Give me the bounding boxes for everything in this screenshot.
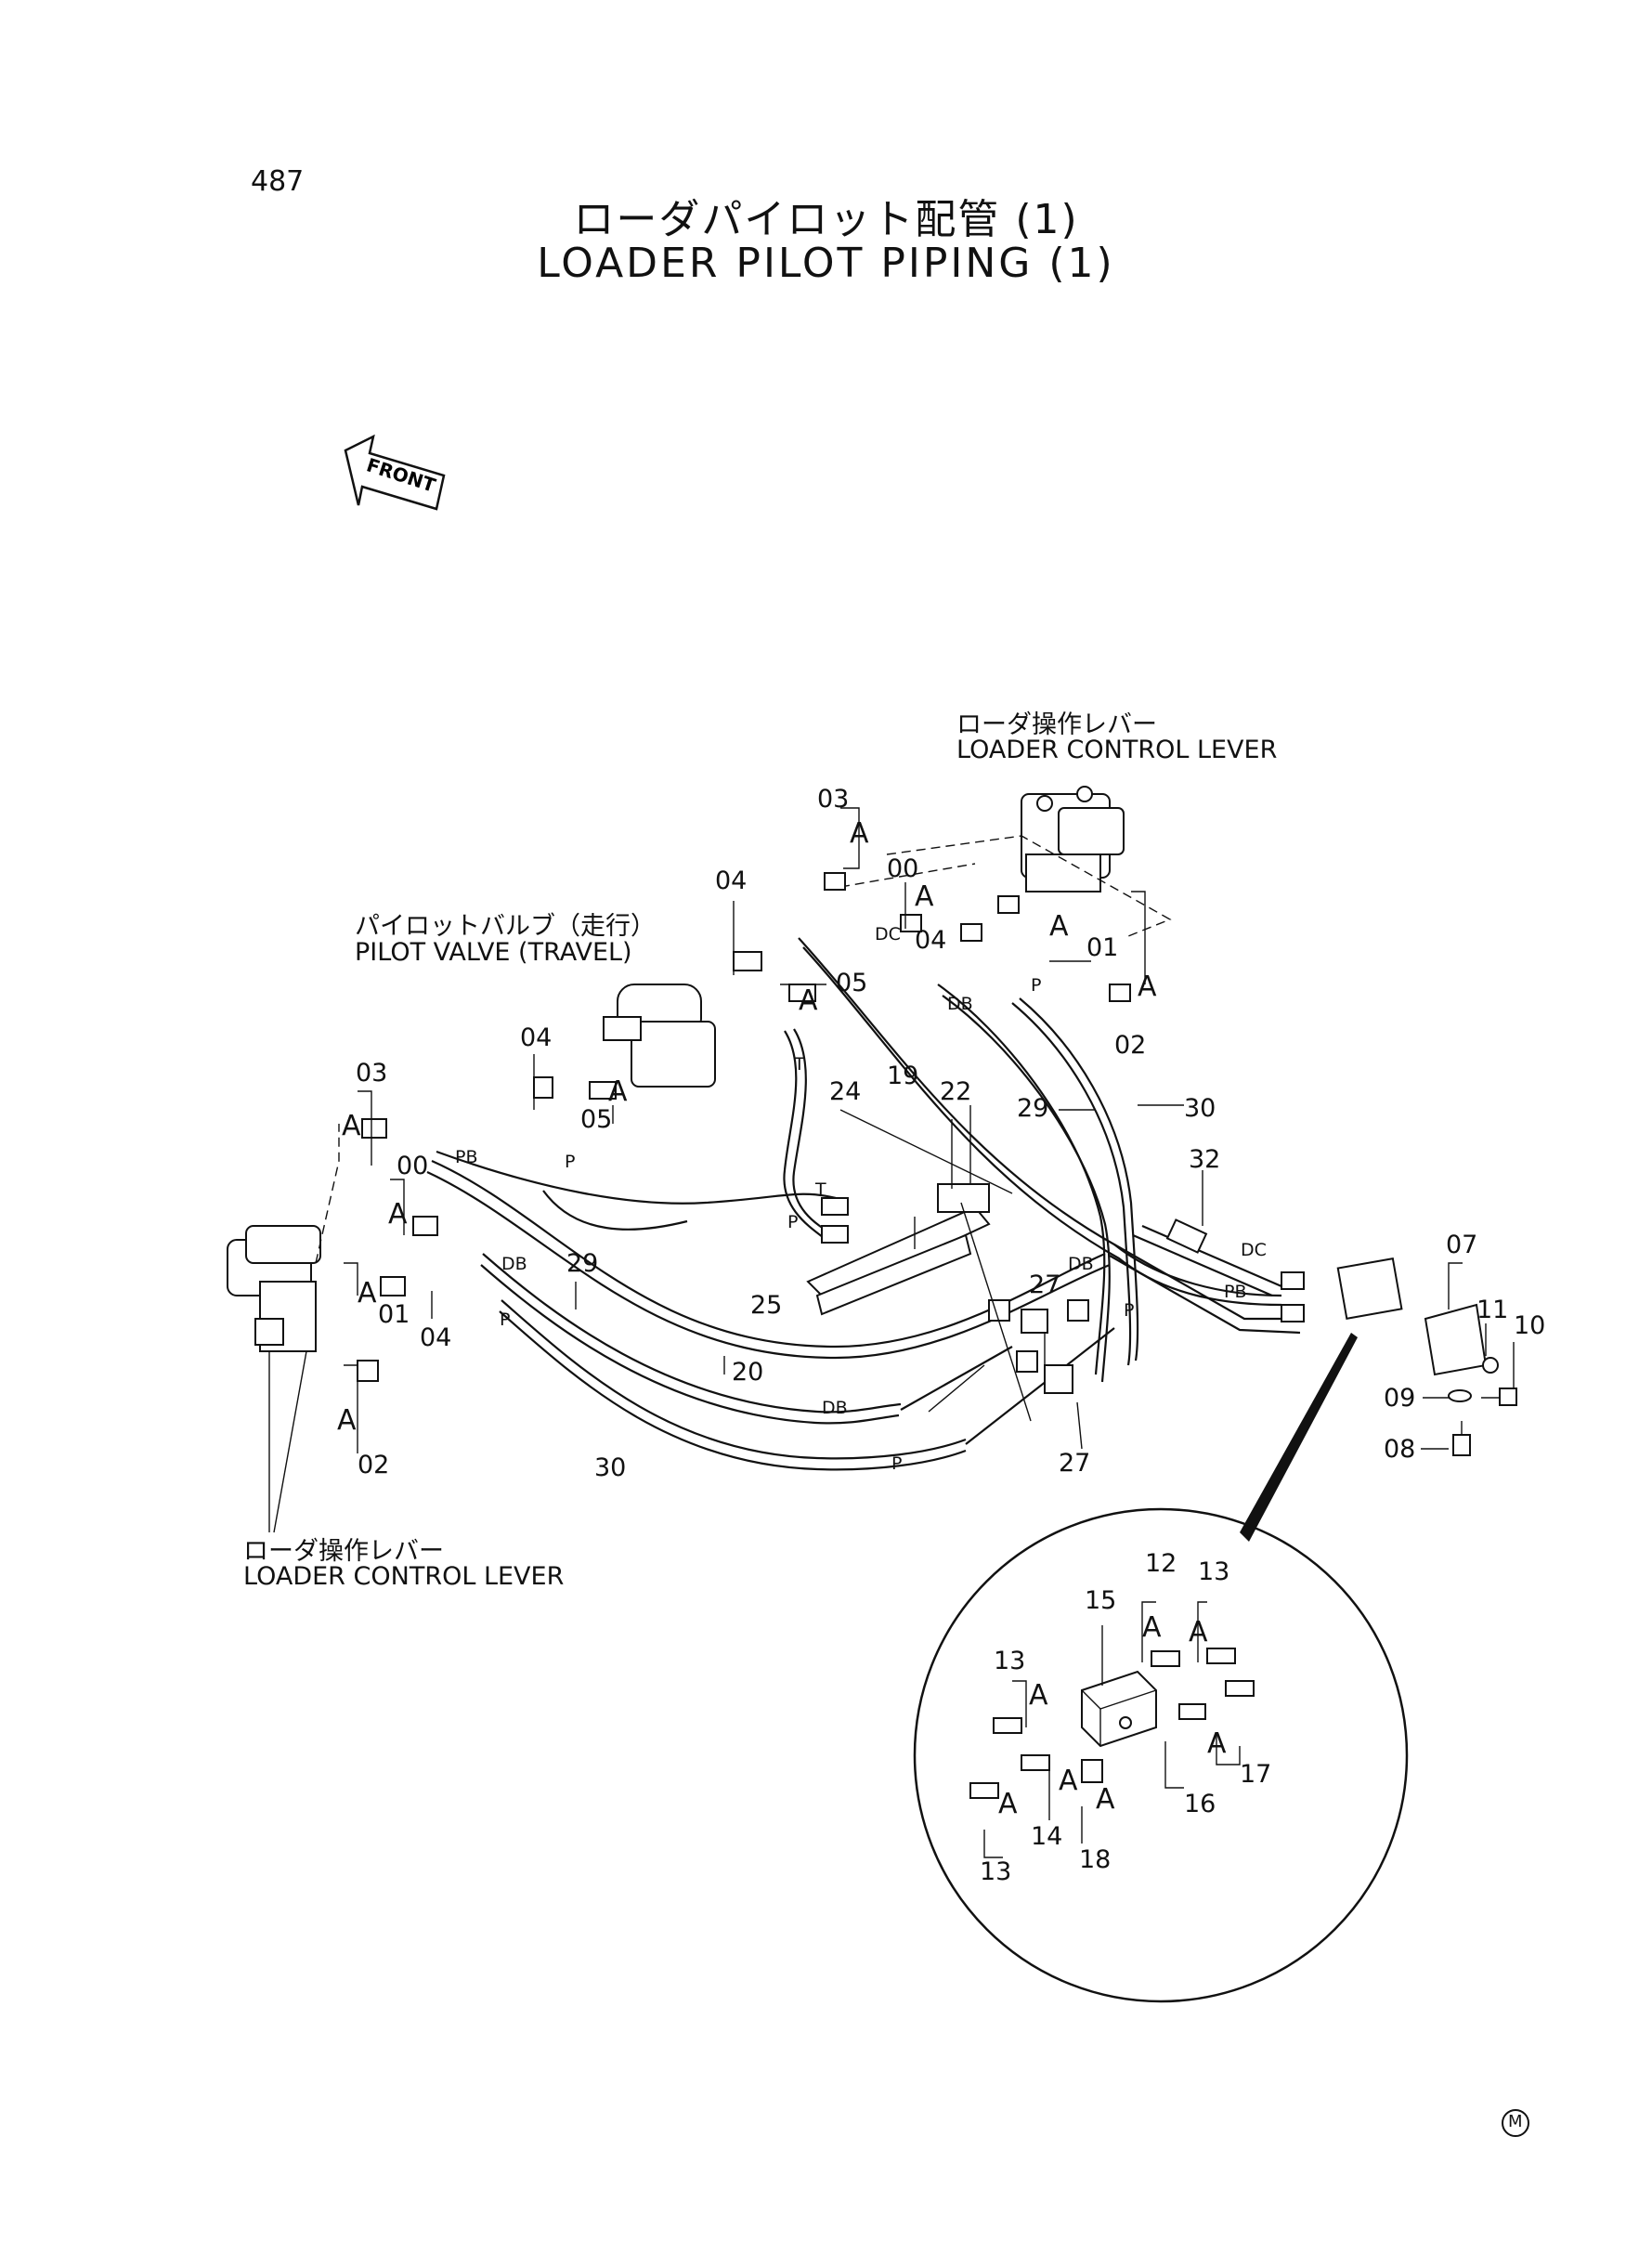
- port-label: PB: [455, 1147, 478, 1167]
- port-label: DB: [1068, 1254, 1094, 1274]
- port-label: T: [794, 1054, 805, 1075]
- a-mark: A: [337, 1404, 357, 1437]
- port-label: DC: [875, 924, 901, 945]
- part-number: 04: [715, 866, 748, 895]
- part-number: 16: [1184, 1790, 1216, 1818]
- part-number: 03: [817, 785, 850, 814]
- part-number: 18: [1079, 1845, 1112, 1874]
- a-mark: A: [1138, 971, 1157, 1003]
- part-number: 29: [1017, 1094, 1049, 1123]
- detail-fittings: [969, 1648, 1255, 1799]
- title-japanese: ローダパイロット配管 (1): [573, 196, 1079, 243]
- part-number: 03: [356, 1059, 388, 1088]
- page-number: 487: [251, 165, 305, 198]
- a-mark: A: [998, 1788, 1018, 1820]
- lever-right-label-jp: ローダ操作レバー: [956, 710, 1157, 739]
- part-number: 13: [1198, 1557, 1230, 1586]
- part-number: 27: [1029, 1270, 1061, 1299]
- port-label: DB: [822, 1398, 848, 1418]
- a-mark: A: [1029, 1679, 1048, 1712]
- footer-mark: M: [1508, 2112, 1523, 2131]
- part-number: 07: [1446, 1231, 1478, 1259]
- detail-leaders: [983, 1601, 1241, 1858]
- port-label: PB: [1224, 1282, 1247, 1302]
- lever-left-label-jp: ローダ操作レバー: [243, 1537, 444, 1566]
- part-number: 11: [1476, 1296, 1509, 1324]
- front-arrow-icon: FRONT: [344, 434, 446, 511]
- port-label: DC: [1241, 1240, 1267, 1260]
- a-mark: A: [850, 817, 869, 850]
- port-label: P: [1031, 975, 1042, 996]
- part-number: 30: [1184, 1094, 1216, 1123]
- port-label: P: [500, 1309, 511, 1330]
- part-number: 05: [580, 1105, 613, 1134]
- part-number: 04: [420, 1323, 452, 1352]
- a-mark: A: [1059, 1765, 1078, 1797]
- a-mark: A: [799, 984, 818, 1017]
- pilot-valve-label-jp: パイロットバルブ（走行）: [355, 912, 656, 941]
- part-number: 10: [1514, 1311, 1546, 1340]
- pilot-valve-label-en: PILOT VALVE (TRAVEL): [355, 938, 632, 967]
- part-number: 09: [1384, 1384, 1416, 1413]
- part-number: 19: [887, 1062, 919, 1090]
- part-number: 20: [732, 1358, 764, 1387]
- part-number: 01: [1086, 933, 1119, 962]
- part-number: 24: [829, 1077, 862, 1106]
- a-mark: A: [1049, 910, 1069, 943]
- loader-control-lever-left: [227, 1225, 321, 1352]
- port-label: P: [891, 1453, 903, 1474]
- part-number: 12: [1145, 1549, 1177, 1578]
- part-number: 22: [940, 1077, 972, 1106]
- a-mark: A: [1096, 1783, 1115, 1816]
- part-number: 04: [520, 1023, 553, 1052]
- port-label: DB: [947, 994, 973, 1014]
- lever-left-label-en: LOADER CONTROL LEVER: [243, 1562, 565, 1591]
- port-label: P: [565, 1152, 576, 1172]
- port-label: P: [1124, 1300, 1135, 1321]
- part-number: 15: [1085, 1586, 1117, 1615]
- port-label: DB: [501, 1254, 527, 1274]
- part-number: 27: [1059, 1449, 1091, 1478]
- detail-circle: [913, 1507, 1409, 2003]
- footer-mark-circle: [1502, 2109, 1529, 2137]
- part-number: 08: [1384, 1435, 1416, 1464]
- pilot-valve-travel: [603, 984, 716, 1088]
- part-number: 13: [994, 1647, 1026, 1675]
- part-number: 29: [566, 1249, 599, 1278]
- part-number: 32: [1189, 1145, 1221, 1174]
- detail-block-15: [1081, 1670, 1157, 1748]
- lever-right-label-en: LOADER CONTROL LEVER: [956, 736, 1278, 764]
- a-mark: A: [1189, 1616, 1208, 1648]
- part-number: 04: [915, 926, 947, 955]
- loader-control-lever-right: [1021, 786, 1125, 892]
- leader-lines: [344, 807, 1515, 1453]
- port-label: P: [787, 1212, 799, 1232]
- bolt-10: [1481, 1388, 1517, 1406]
- part-number: 17: [1240, 1760, 1272, 1789]
- a-mark: A: [358, 1277, 377, 1309]
- bolt-08: [1452, 1421, 1471, 1456]
- part-number: 01: [378, 1300, 410, 1329]
- part-number: 14: [1031, 1822, 1063, 1851]
- part-number: 02: [358, 1451, 390, 1479]
- a-mark: A: [1142, 1611, 1162, 1644]
- part-number: 00: [887, 854, 919, 883]
- part-number: 25: [750, 1291, 783, 1320]
- a-mark: A: [915, 880, 934, 913]
- part-number: 00: [397, 1152, 429, 1180]
- a-mark: A: [1207, 1727, 1227, 1760]
- a-mark: A: [608, 1075, 628, 1108]
- part-number: 05: [836, 969, 868, 997]
- port-label: T: [815, 1179, 826, 1200]
- a-mark: A: [388, 1198, 408, 1231]
- page-title: LOADER PILOT PIPING (1): [537, 240, 1115, 287]
- part-number: 30: [594, 1453, 627, 1482]
- a-mark: A: [342, 1110, 361, 1142]
- part-number: 02: [1114, 1031, 1147, 1060]
- part-number: 13: [980, 1857, 1012, 1886]
